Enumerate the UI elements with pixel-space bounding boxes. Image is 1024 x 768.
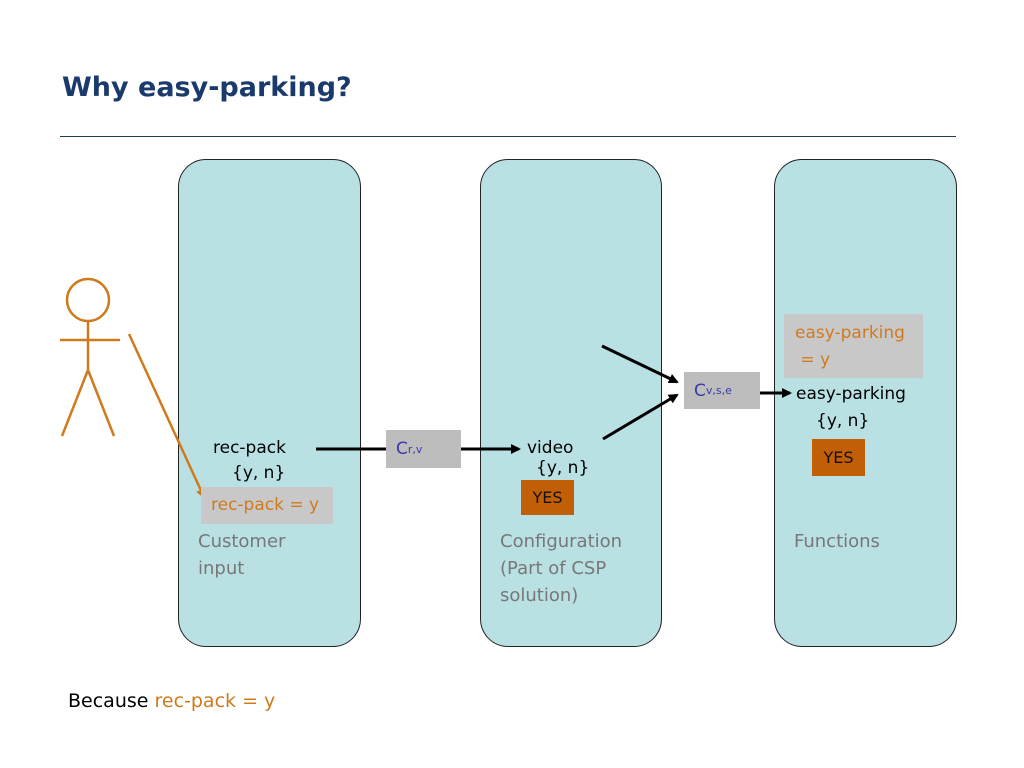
easy-parking-assignment-box: easy-parking = y [784,314,923,378]
easy-parking-assignment-line: = y [795,350,831,370]
caption-line: input [198,558,245,579]
stick-figure-icon [60,277,120,437]
easy-parking-value-badge: YES [812,439,865,476]
easy-parking-variable: easy-parking [796,384,906,404]
slide-title: Why easy-parking? [62,72,352,103]
customer-input-caption: Customer input [198,528,285,582]
configuration-caption: Configuration (Part of CSP solution) [500,528,622,609]
video-domain: {y, n} [536,458,590,478]
caption-line: Functions [794,531,880,552]
title-divider [60,136,956,137]
rec-pack-assignment-box: rec-pack = y [201,487,333,524]
because-highlight: rec-pack = y [154,690,276,712]
functions-panel [774,159,957,647]
constraint-c-vse-base: C [694,380,706,401]
rec-pack-variable: rec-pack [213,438,286,458]
video-value-badge: YES [521,480,574,515]
caption-line: solution) [500,585,579,606]
constraint-c-rv-base: C [396,439,408,459]
customer-input-panel [178,159,361,647]
caption-line: Configuration [500,531,623,552]
easy-parking-domain: {y, n} [816,411,870,431]
video-variable: video [527,438,574,458]
constraint-c-rv-sub: r,v [407,442,423,456]
functions-caption: Functions [794,528,880,555]
because-prefix: Because [68,690,155,712]
easy-parking-assignment-line: easy-parking [795,323,905,343]
caption-line: Customer [198,531,286,552]
constraint-c-vse-sub: v,s,e [705,384,732,397]
rec-pack-domain: {y, n} [232,463,286,483]
rec-pack-assignment-label: rec-pack = y [211,495,320,515]
because-statement: Because rec-pack = y [68,688,275,714]
caption-line: (Part of CSP [500,558,607,579]
